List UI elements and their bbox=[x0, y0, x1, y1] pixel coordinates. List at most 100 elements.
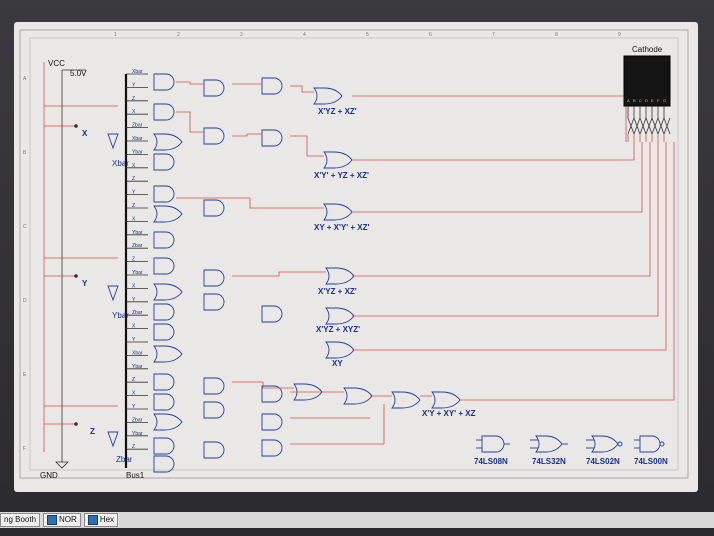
expression-labels: X'YZ + XZ' X'Y' + YZ + XZ' XY + X'Y' + X… bbox=[314, 107, 476, 418]
display-body bbox=[623, 55, 671, 107]
bus-tap-label: Y bbox=[132, 190, 136, 196]
input-z[interactable]: Z Zbar bbox=[44, 405, 133, 464]
and-gate-icon[interactable] bbox=[203, 199, 225, 217]
output-or-gate-icon[interactable] bbox=[325, 267, 355, 285]
or-gate-icon[interactable] bbox=[153, 133, 183, 151]
input-y-label: Y bbox=[82, 279, 88, 288]
expression-label-2: X'Y' + YZ + XZ' bbox=[314, 171, 369, 180]
bus-tap-label: X bbox=[132, 283, 136, 289]
and-gate-icon[interactable] bbox=[203, 441, 225, 459]
switch-x-terminal bbox=[74, 124, 78, 128]
taskbar-item-nor-label: NOR bbox=[59, 515, 77, 524]
and-gate-icon[interactable] bbox=[153, 303, 175, 321]
and-gate-icon[interactable] bbox=[153, 185, 175, 203]
and-gate-icon[interactable] bbox=[261, 77, 283, 95]
and-gate-icon[interactable] bbox=[153, 323, 175, 341]
and-gate-icon[interactable] bbox=[203, 401, 225, 419]
and-gate-icon[interactable] bbox=[153, 455, 175, 473]
or-gate-icon[interactable] bbox=[153, 205, 183, 223]
bus-tap-label: Xbar bbox=[132, 69, 143, 75]
output-or-gate-icon[interactable] bbox=[323, 203, 353, 221]
and-gate-icon[interactable] bbox=[261, 305, 283, 323]
output-wires bbox=[176, 81, 675, 445]
or-gate-icon[interactable] bbox=[153, 413, 183, 431]
taskbar-item-hex[interactable]: Hex bbox=[83, 513, 119, 527]
row-letter: A bbox=[23, 76, 27, 82]
chip-74ls08n[interactable]: 74LS08N bbox=[474, 435, 510, 466]
output-or-gate-icon[interactable] bbox=[391, 391, 421, 409]
output-wire bbox=[352, 142, 635, 161]
taskbar-item-nor[interactable]: NOR bbox=[43, 513, 81, 527]
expression-label-4: X'YZ + XZ' bbox=[318, 287, 357, 296]
output-or-gate-icon[interactable] bbox=[323, 151, 353, 169]
gate-wire bbox=[176, 111, 204, 133]
chip-74ls02n[interactable]: 74LS02N bbox=[586, 435, 623, 466]
bus-tap-label: X bbox=[132, 324, 136, 330]
and-gate-icon[interactable] bbox=[203, 79, 225, 97]
and-gate-icon[interactable] bbox=[153, 73, 175, 91]
sheet-inner-border bbox=[29, 37, 679, 471]
chip-74ls00n-label: 74LS00N bbox=[634, 457, 668, 466]
switch-z-terminal bbox=[74, 422, 78, 426]
and-gate-icon[interactable] bbox=[203, 293, 225, 311]
and-gate-icon[interactable] bbox=[153, 153, 175, 171]
and-gate-icon[interactable] bbox=[153, 437, 175, 455]
output-or-gate-icon[interactable] bbox=[325, 341, 355, 359]
bus-tap-label: Zbar bbox=[132, 310, 143, 316]
row-letter: F bbox=[23, 446, 26, 452]
and-gate-icon[interactable] bbox=[261, 129, 283, 147]
and-gate-icon[interactable] bbox=[261, 385, 283, 403]
ic-chips[interactable]: 74LS08N 74LS32N 74LS02N 74LS bbox=[474, 435, 668, 466]
or-gate-icon[interactable] bbox=[153, 345, 183, 363]
output-wire bbox=[352, 95, 627, 142]
expression-label-3: XY + X'Y' + XZ' bbox=[314, 223, 369, 232]
circuit-file-icon bbox=[47, 515, 58, 525]
output-or-gate-icon[interactable] bbox=[343, 387, 373, 405]
and-gate-icon[interactable] bbox=[261, 439, 283, 457]
and-gate-icon[interactable] bbox=[153, 257, 175, 275]
display-pin-label: B bbox=[633, 98, 636, 103]
and-gate-icon[interactable] bbox=[153, 393, 175, 411]
and-gate-icon[interactable] bbox=[203, 269, 225, 287]
output-wire bbox=[352, 142, 659, 317]
and-gate-icon[interactable] bbox=[153, 103, 175, 121]
taskbar: ng Booth NOR Hex bbox=[0, 512, 714, 528]
and-gate-icon[interactable] bbox=[261, 413, 283, 431]
bus-tap-label: Z bbox=[132, 444, 135, 450]
gate-wire bbox=[232, 381, 294, 389]
bus-tap-label: Z bbox=[132, 96, 135, 102]
column-number: 4 bbox=[303, 32, 306, 38]
or-gate-icon[interactable] bbox=[153, 283, 183, 301]
input-x[interactable]: X Xbar bbox=[44, 105, 129, 168]
output-or-gate-icon[interactable] bbox=[313, 87, 343, 105]
output-or-gate-icon[interactable] bbox=[431, 391, 461, 409]
output-or-gate-icon[interactable] bbox=[293, 383, 323, 401]
chip-74ls00n[interactable]: 74LS00N bbox=[634, 435, 668, 466]
taskbar-item-booth[interactable]: ng Booth bbox=[0, 513, 41, 527]
output-or-gate-icon[interactable] bbox=[325, 307, 355, 325]
logic-gates[interactable] bbox=[153, 73, 461, 473]
column-number: 7 bbox=[492, 32, 495, 38]
chip-74ls32n-label: 74LS32N bbox=[532, 457, 566, 466]
expression-label-7: X'Y + XY' + XZ bbox=[422, 409, 476, 418]
and-gate-icon[interactable] bbox=[203, 127, 225, 145]
bus-taps: XbarYZXZbarXbarYbarXZYZXYbarZbarZYbarXYZ… bbox=[126, 69, 148, 450]
input-y[interactable]: Y Ybar bbox=[44, 257, 129, 320]
and-gate-icon[interactable] bbox=[153, 231, 175, 249]
gnd-label: GND bbox=[40, 471, 58, 480]
display-label: Cathode bbox=[632, 45, 663, 54]
row-letter: B bbox=[23, 150, 27, 156]
and-gate-icon[interactable] bbox=[153, 373, 175, 391]
bus-tap-label: Z bbox=[132, 176, 135, 182]
gate-wire bbox=[290, 85, 314, 93]
output-wire bbox=[352, 142, 643, 213]
chip-74ls32n[interactable]: 74LS32N bbox=[530, 435, 568, 466]
inverter-y-icon bbox=[107, 285, 119, 302]
and-gate-icon[interactable] bbox=[203, 377, 225, 395]
bus-tap-label: Zbar bbox=[132, 417, 143, 423]
